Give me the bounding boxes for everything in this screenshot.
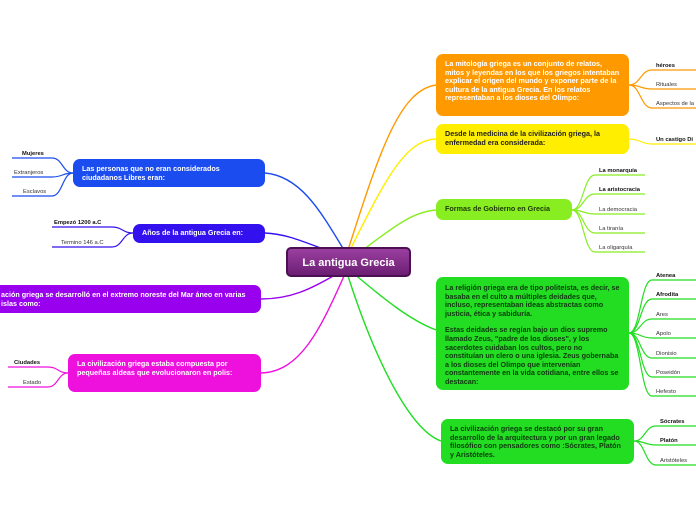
link-filosofia-leaf-0 — [633, 425, 696, 442]
link-polis — [260, 275, 345, 374]
link-personas-leaf-2 — [12, 172, 74, 197]
leaf-afrodita[interactable]: Afrodita — [656, 292, 679, 298]
node-religion-paragraph-1: La religión griega era de tipo politeíst… — [445, 283, 620, 318]
link-polis-leaf-0 — [8, 366, 69, 374]
link-polis-leaf-1 — [8, 372, 69, 388]
leaf-extranjeros[interactable]: Extranjeros — [14, 170, 44, 176]
node-religion-paragraph-2: Estas deidades se regían bajo un dios su… — [445, 325, 619, 386]
node-filosofia-text: La civilización griega se destacó por su… — [450, 424, 621, 459]
leaf-termino[interactable]: Termino 146 a.C — [61, 240, 104, 246]
leaf-rituales[interactable]: Rituales — [656, 82, 677, 88]
link-mitologia-leaf-0 — [628, 69, 696, 86]
leaf-atenea[interactable]: Atenea — [656, 273, 676, 279]
link-filosofia — [347, 275, 442, 442]
link-religion-leaf-2 — [628, 318, 696, 334]
link-mitologia-leaf-2 — [628, 84, 696, 109]
link-mitologia — [347, 84, 437, 251]
node-anos-text: Años de la antigua Grecia en: — [142, 228, 244, 237]
link-gobierno-leaf-1 — [571, 193, 645, 211]
link-medicina-leaf-0 — [628, 138, 696, 145]
node-gobierno-text: Formas de Gobierno en Grecia — [445, 204, 551, 213]
link-religion-leaf-6 — [628, 332, 696, 397]
leaf-aspectos[interactable]: Aspectos de la — [656, 101, 695, 107]
link-anos-leaf-1 — [52, 232, 134, 248]
leaf-socrates[interactable]: Sócrates — [660, 419, 685, 425]
leaf-ares[interactable]: Ares — [656, 312, 668, 318]
leaf-empezo[interactable]: Empezó 1200 a.C — [54, 220, 102, 226]
link-personas — [264, 172, 345, 251]
node-medicina-text: Desde la medicina de la civilización gri… — [445, 129, 600, 147]
node-mitologia[interactable]: La mitología griega es un conjunto de re… — [436, 54, 629, 116]
leaf-ciudades[interactable]: Ciudades — [14, 360, 41, 366]
link-gobierno-leaf-4 — [571, 209, 645, 253]
node-filosofia[interactable]: La civilización griega se destacó por su… — [441, 419, 634, 464]
leaf-platon[interactable]: Platón — [660, 438, 678, 444]
node-medicina[interactable]: Desde la medicina de la civilización gri… — [436, 124, 629, 154]
leaf-democracia[interactable]: La democracia — [599, 207, 638, 213]
node-ubicacion[interactable]: ación griega se desarrolló en el extremo… — [0, 285, 261, 313]
node-ubicacion-text: ación griega se desarrolló en el extremo… — [1, 290, 246, 308]
leaf-castigo[interactable]: Un castigo Di — [656, 137, 694, 143]
link-religion-leaf-1 — [628, 298, 696, 334]
leaf-mujeres[interactable]: Mujeres — [22, 151, 44, 157]
central-topic-label: La antigua Grecia — [302, 257, 395, 269]
central-topic[interactable]: La antigua Grecia — [286, 247, 411, 277]
leaf-aristoteles[interactable]: Aristóteles — [660, 458, 688, 464]
leaf-oligarquia[interactable]: La oligarquía — [599, 245, 633, 251]
link-religion — [351, 271, 437, 331]
link-medicina — [349, 138, 437, 251]
link-personas-leaf-0 — [12, 157, 74, 174]
node-polis[interactable]: La civilización griega estaba compuesta … — [68, 354, 261, 392]
node-mitologia-text: La mitología griega es un conjunto de re… — [445, 59, 620, 103]
link-ubicacion — [260, 271, 341, 300]
node-personas[interactable]: Las personas que no eran considerados ci… — [73, 159, 265, 187]
link-gobierno-leaf-0 — [571, 174, 645, 211]
leaf-aristocracia[interactable]: La aristocracia — [599, 187, 640, 193]
leaf-dionisio[interactable]: Dionisio — [656, 351, 677, 357]
leaf-heroes[interactable]: héroes — [656, 63, 676, 69]
leaf-hefesto[interactable]: Hefesto — [656, 389, 676, 395]
node-personas-text: Las personas que no eran considerados ci… — [82, 164, 220, 182]
leaf-estado[interactable]: Estado — [23, 380, 42, 386]
leaf-monarquia[interactable]: La monarquía — [599, 168, 638, 174]
leaf-poseidon[interactable]: Poseidón — [656, 370, 681, 376]
link-anos-leaf-0 — [52, 226, 134, 234]
leaf-tirania[interactable]: La tiranía — [599, 226, 624, 232]
link-filosofia-leaf-2 — [633, 440, 696, 466]
node-polis-text: La civilización griega estaba compuesta … — [77, 359, 233, 377]
node-gobierno[interactable]: Formas de Gobierno en Grecia — [436, 199, 572, 220]
link-religion-leaf-0 — [628, 279, 696, 334]
leaf-apolo[interactable]: Apolo — [656, 331, 671, 337]
leaf-esclavos[interactable]: Esclavos — [23, 189, 47, 195]
node-anos[interactable]: Años de la antigua Grecia en: — [133, 224, 265, 243]
node-religion[interactable]: La religión griega era de tipo politeíst… — [436, 277, 629, 390]
